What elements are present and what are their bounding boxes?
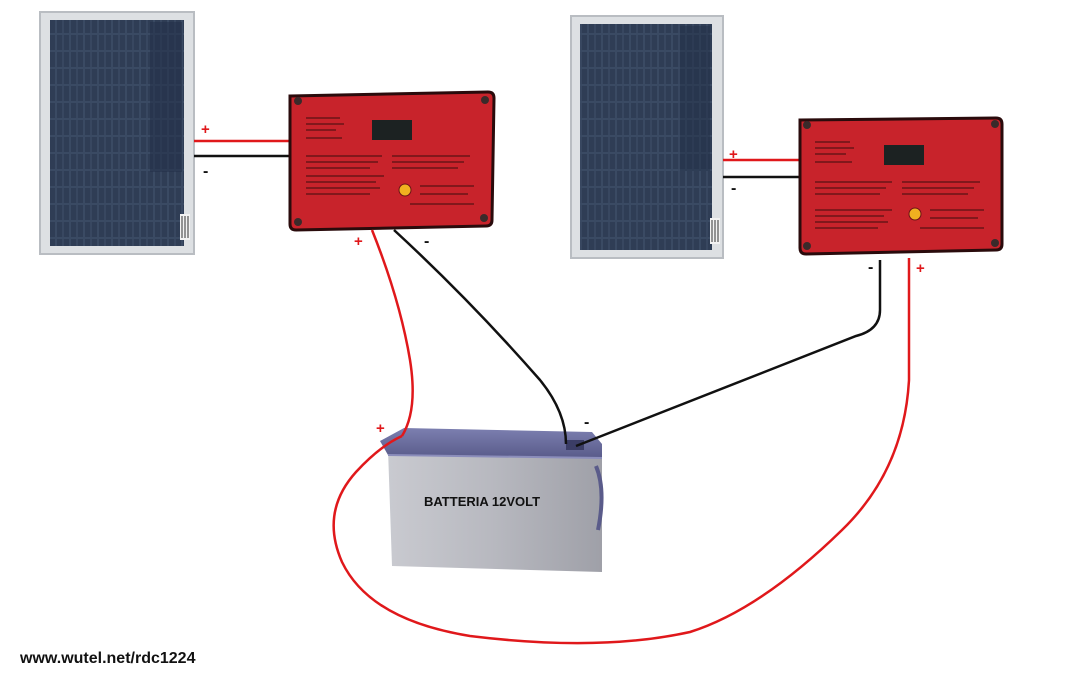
solar-panel-icon [570, 15, 724, 259]
solar-panel-1 [39, 11, 195, 255]
controller1-positive-to-battery-wire [370, 229, 414, 437]
controller1-negative-sign: - [424, 233, 429, 250]
solar-panel-icon [39, 11, 195, 255]
panel2-positive-sign: + [729, 146, 738, 163]
battery-label: BATTERIA 12VOLT [424, 494, 540, 509]
battery: BATTERIA 12VOLT [380, 428, 604, 572]
battery-positive-sign: + [376, 420, 385, 437]
charge-controller-icon [798, 116, 1004, 256]
website-url: www.wutel.net/rdc1224 [20, 650, 196, 667]
charge-controller-1 [288, 90, 496, 232]
controller1-positive-sign: + [354, 233, 363, 250]
charge-controller-2 [798, 116, 1004, 256]
controller2-positive-sign: + [916, 260, 925, 277]
battery-negative-sign: - [584, 414, 589, 431]
battery-icon [380, 428, 604, 572]
panel2-negative-sign: - [731, 180, 736, 197]
controller2-positive-to-battery-wire [332, 258, 911, 645]
solar-panel-2 [570, 15, 724, 259]
controller2-negative-sign: - [868, 259, 873, 276]
controller1-negative-to-battery-wire [393, 229, 568, 445]
controller2-negative-to-battery-wire [575, 260, 882, 448]
charge-controller-icon [288, 90, 496, 232]
panel1-negative-sign: - [203, 163, 208, 180]
panel1-positive-sign: + [201, 121, 210, 138]
